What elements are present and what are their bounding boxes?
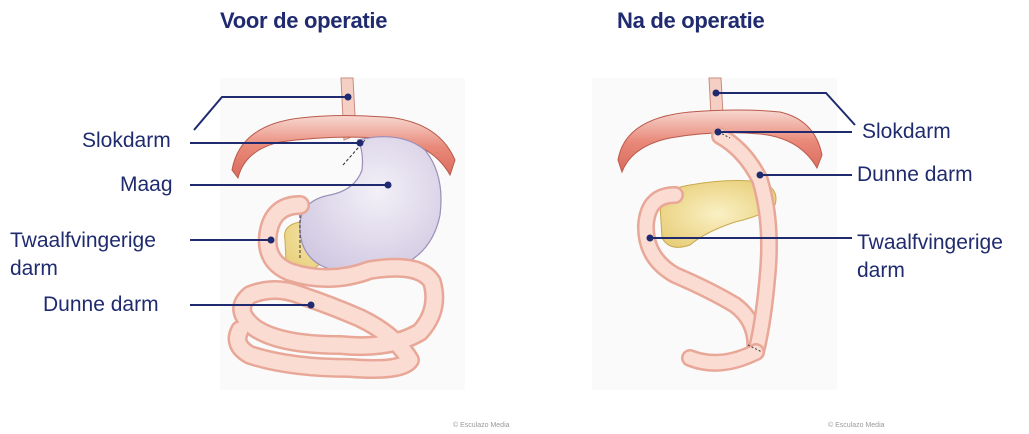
before-label-duodenum-line1: Twaalfvingerige (10, 227, 156, 254)
before-label-stomach: Maag (120, 171, 173, 198)
after-label-small-intestine: Dunne darm (857, 161, 973, 188)
after-label-duodenum-line2: darm (857, 257, 905, 284)
before-label-duodenum-line2: darm (10, 255, 58, 282)
before-credit: © Esculazo Media (453, 422, 510, 429)
dot-before-esophagus-upper (345, 94, 352, 101)
before-label-small-intestine: Dunne darm (43, 291, 159, 318)
dot-after-duodenum (647, 235, 654, 242)
dot-after-esophagus (715, 129, 722, 136)
dot-before-duodenum (268, 237, 275, 244)
after-label-duodenum-line1: Twaalfvingerige (857, 229, 1003, 256)
dot-before-stomach (385, 182, 392, 189)
before-label-esophagus: Slokdarm (82, 127, 171, 154)
after-credit: © Esculazo Media (828, 422, 885, 429)
dot-before-esophagus (357, 140, 364, 147)
dot-before-small-intestine (308, 302, 315, 309)
before-illustration (220, 78, 465, 390)
dot-after-esophagus-upper (713, 90, 720, 97)
after-label-esophagus: Slokdarm (862, 118, 951, 145)
after-illustration (592, 78, 837, 390)
dot-after-small-intestine (757, 172, 764, 179)
